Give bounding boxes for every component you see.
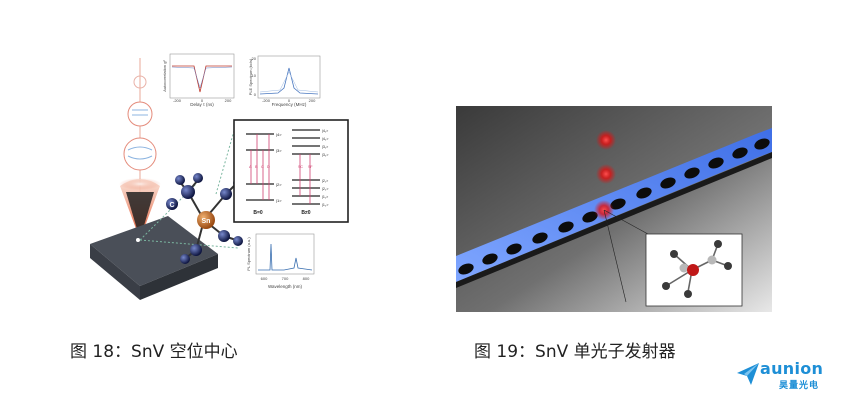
figure-caption: 图 18：SnV 空位中心 xyxy=(70,342,238,362)
level-label: |2₂> xyxy=(322,187,328,191)
c-label: C xyxy=(169,202,174,209)
level-label: |1> xyxy=(276,198,282,203)
transition-label: B xyxy=(255,164,258,169)
transition-label: D xyxy=(267,164,270,169)
ple-plot: Frequency (MHz) PLE Spectrum (kc/s) -200… xyxy=(248,55,321,107)
level-label: |4₁> xyxy=(322,129,328,133)
autocorr-xlabel: Delay τ (ns) xyxy=(190,102,214,107)
snv-center-figure: C Sn Delay τ (ns) Autocorrelation g² -20… xyxy=(90,53,349,300)
paper-plane-icon xyxy=(737,363,759,385)
waveguide-holes xyxy=(458,138,770,275)
pl-tick: 600 xyxy=(261,276,268,281)
logo-name: aunion xyxy=(760,359,824,378)
diamond-block xyxy=(90,216,218,286)
ple-ylabel: PLE Spectrum (kc/s) xyxy=(248,58,253,95)
ple-ytick: 20 xyxy=(252,56,257,61)
single-photon-emitter-figure xyxy=(456,106,772,312)
ple-ytick: 10 xyxy=(252,73,257,78)
defect-inset xyxy=(645,233,743,307)
aunion-logo: aunion 昊量光电 xyxy=(735,358,835,394)
level-label: |3₁> xyxy=(322,145,328,149)
transition-label: C xyxy=(261,164,264,169)
pl-ylabel: PL Spectrum (a.u.) xyxy=(246,237,251,271)
photon-glow xyxy=(596,164,616,184)
logo-subtitle: 昊量光电 xyxy=(779,381,820,391)
ple-ytick: 0 xyxy=(254,92,257,97)
autocorr-tick: 0 xyxy=(201,98,204,103)
pl-spectrum-plot: Wavelength (nm) PL Spectrum (a.u.) 600 7… xyxy=(246,233,315,289)
ple-tick: -200 xyxy=(262,98,271,103)
transition-label: A xyxy=(249,164,252,169)
autocorr-tick: 200 xyxy=(225,98,232,103)
figure-caption: 图 19：SnV 单光子发射器 xyxy=(474,342,676,362)
autocorr-tick: -200 xyxy=(173,98,182,103)
level-label: |2> xyxy=(276,182,282,187)
transition-label: SF xyxy=(308,165,313,169)
pl-tick: 800 xyxy=(303,276,310,281)
level-label: |3> xyxy=(276,148,282,153)
pl-tick: 700 xyxy=(282,276,289,281)
autocorr-ylabel: Autocorrelation g² xyxy=(162,60,167,92)
transition-label: SC xyxy=(298,165,303,169)
ple-xlabel: Frequency (MHz) xyxy=(272,102,307,107)
level-label: |4> xyxy=(276,132,282,137)
level-label: |2₁> xyxy=(322,179,328,183)
field-label: B≠0 xyxy=(301,210,310,216)
energy-level-diagram: |4> |3> |2> |1> A B C D B=0 |4₁> |4₂> |3… xyxy=(233,119,349,223)
ple-tick: 0 xyxy=(288,98,291,103)
level-label: |3₂> xyxy=(322,153,328,157)
field-label: B=0 xyxy=(253,210,263,216)
sn-label: Sn xyxy=(202,218,211,225)
ple-tick: 200 xyxy=(309,98,316,103)
level-label: |4₂> xyxy=(322,137,328,141)
level-label: |1₂> xyxy=(322,203,328,207)
pl-xlabel: Wavelength (nm) xyxy=(268,284,303,289)
photon-glow xyxy=(596,130,616,150)
autocorrelation-plot: Delay τ (ns) Autocorrelation g² -200 0 2… xyxy=(162,53,235,107)
level-label: |1₁> xyxy=(322,195,328,199)
